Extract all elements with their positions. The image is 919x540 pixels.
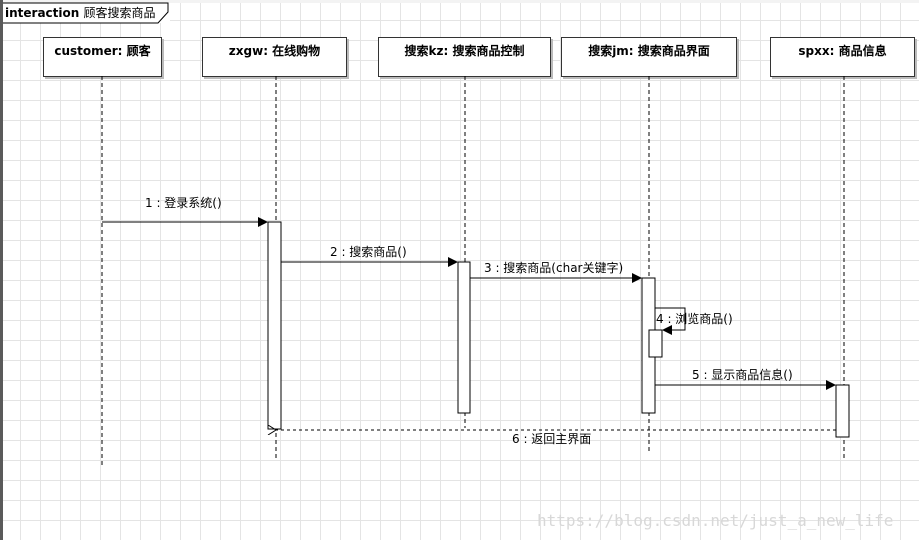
activation-spxx[interactable]: [835, 384, 850, 438]
interaction-frame-tab: interaction 顾客搜索商品: [3, 3, 170, 23]
message-label-4: 4 : 浏览商品(): [656, 311, 733, 326]
message-label-3: 3 : 搜索商品(char关键字): [484, 260, 623, 275]
frame-keyword: interaction: [5, 6, 80, 20]
lifeline-label: spxx: 商品信息: [798, 44, 887, 58]
lifeline-label: 搜索jm: 搜索商品界面: [588, 44, 710, 58]
activation-sskz[interactable]: [457, 261, 471, 414]
activation-zxgw[interactable]: [267, 221, 282, 430]
activation-ssjm-self[interactable]: [648, 329, 663, 358]
message-arrow-4[interactable]: [655, 307, 686, 335]
lifeline-head-sskz[interactable]: 搜索kz: 搜索商品控制: [378, 37, 551, 77]
frame-title: 顾客搜索商品: [83, 6, 156, 20]
watermark-text: https://blog.csdn.net/just_a_new_life: [537, 511, 893, 530]
lifeline-head-customer[interactable]: customer: 顾客: [43, 37, 162, 77]
lifeline-head-zxgw[interactable]: zxgw: 在线购物: [202, 37, 347, 77]
message-label-1: 1 : 登录系统(): [145, 195, 222, 210]
window-left-edge: [0, 0, 3, 540]
lifeline-head-spxx[interactable]: spxx: 商品信息: [770, 37, 915, 77]
message-label-5: 5 : 显示商品信息(): [692, 367, 793, 382]
lifeline-label: customer: 顾客: [54, 44, 151, 58]
message-label-2: 2 : 搜索商品(): [330, 244, 407, 259]
top-strip: [0, 0, 919, 3]
lifeline-label: zxgw: 在线购物: [228, 44, 321, 58]
lifeline-label: 搜索kz: 搜索商品控制: [404, 44, 525, 58]
frame-tab-outline: [3, 2, 169, 24]
message-label-6: 6 : 返回主界面: [512, 432, 591, 446]
